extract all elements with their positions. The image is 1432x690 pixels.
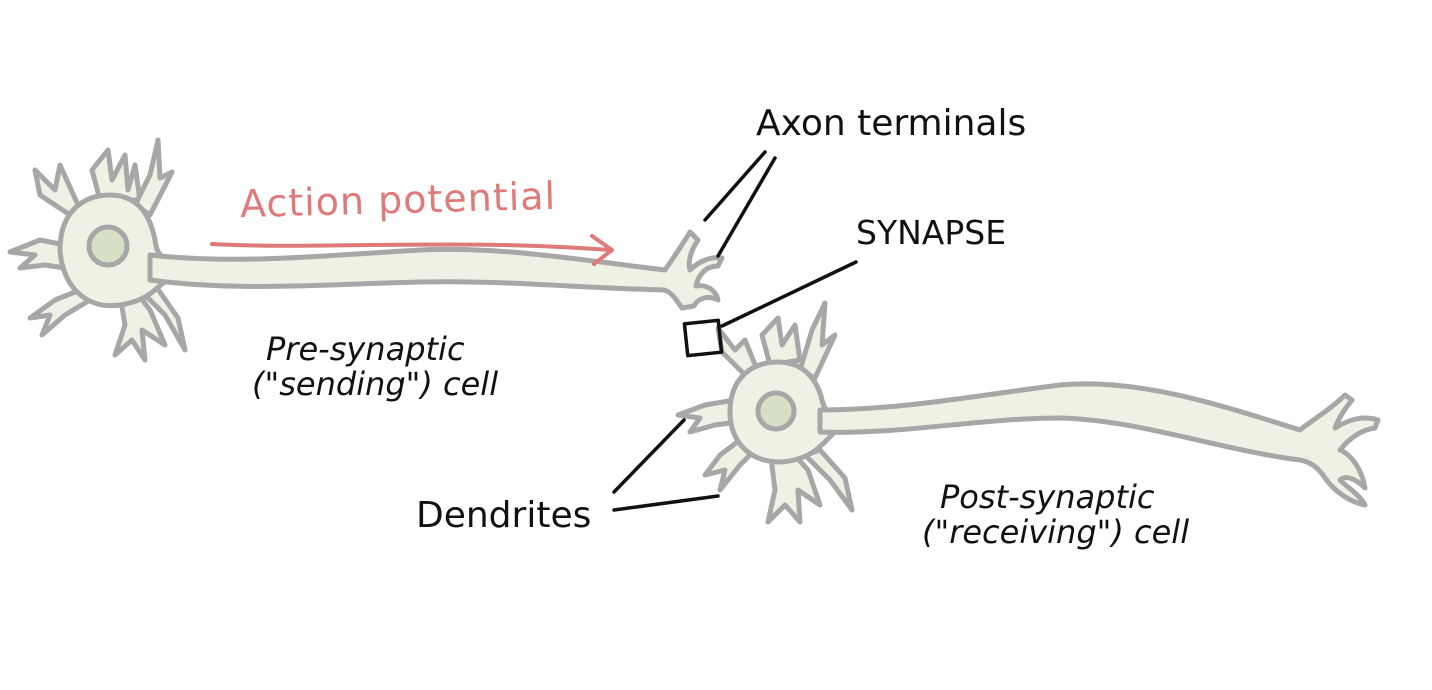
pre-synaptic-neuron [7, 137, 725, 363]
pre-synaptic-line1: Pre-synaptic [266, 330, 465, 368]
axon-terminals-leader-1 [703, 150, 767, 222]
pre-nucleus [86, 224, 130, 268]
arrow-head [590, 234, 614, 266]
action-potential-arrow [210, 234, 614, 266]
axon-terminals-leader-2 [716, 156, 777, 258]
dendrites-leader-2 [612, 494, 720, 512]
pre-synaptic-line2: ("sending") cell [252, 365, 499, 404]
action-potential-label: Action potential [239, 173, 557, 227]
leader-lines [612, 150, 858, 512]
axon-terminals-label: Axon terminals [756, 103, 1027, 144]
post-dendrite-top [759, 315, 803, 368]
pre-dendrite-lower-left [27, 287, 93, 338]
post-synaptic-neuron [675, 300, 1381, 525]
pre-dendrite-left [7, 237, 68, 271]
synapse-label: SYNAPSE [856, 213, 1007, 252]
post-synaptic-cell-label: Post-synaptic ("receiving") cell [922, 478, 1190, 552]
dendrites-leader-1 [612, 418, 686, 494]
post-synaptic-line1: Post-synaptic [940, 478, 1155, 516]
post-synaptic-line2: ("receiving") cell [922, 513, 1190, 552]
post-axon [817, 381, 1381, 508]
pre-synaptic-cell-label: Pre-synaptic ("sending") cell [252, 330, 499, 404]
pre-dendrite-top [89, 147, 143, 203]
post-dendrite-top-right [797, 300, 838, 381]
arrow-shaft [210, 242, 612, 252]
pre-dendrite-top-right [132, 137, 175, 218]
pre-axon [147, 229, 725, 311]
synapse-leader [720, 260, 858, 328]
post-nucleus [755, 390, 797, 432]
synapse-box [682, 318, 724, 358]
dendrites-label: Dendrites [416, 495, 592, 536]
pre-dendrite-upper-left [32, 162, 81, 218]
